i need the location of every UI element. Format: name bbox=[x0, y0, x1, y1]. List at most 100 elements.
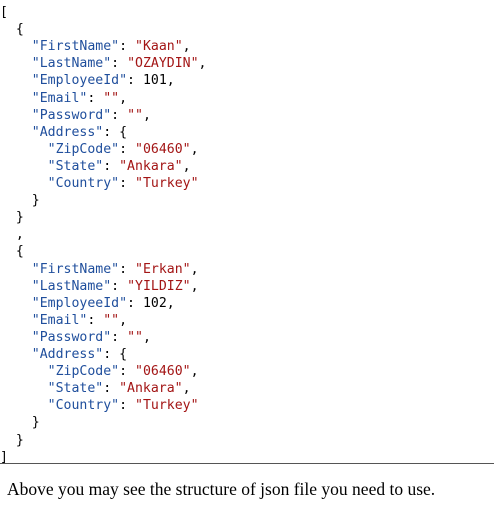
code-line: "EmployeeId": 101, bbox=[0, 72, 175, 89]
json-string-value: "Turkey" bbox=[135, 398, 199, 414]
json-string-value: "" bbox=[127, 329, 143, 345]
json-punctuation: : { bbox=[103, 124, 128, 140]
json-key: "Country" bbox=[47, 398, 120, 414]
code-line: } bbox=[0, 414, 40, 431]
code-line: "ZipCode": "06460", bbox=[0, 141, 199, 158]
json-punctuation: } bbox=[0, 432, 24, 448]
json-key: "Country" bbox=[47, 176, 120, 191]
json-punctuation: : bbox=[87, 90, 104, 106]
json-string-value: "" bbox=[103, 90, 120, 106]
code-line: "State": "Ankara", bbox=[0, 158, 191, 175]
json-punctuation: : bbox=[111, 278, 128, 294]
json-punctuation: : bbox=[127, 295, 143, 311]
json-punctuation bbox=[0, 279, 32, 294]
json-punctuation: , bbox=[182, 381, 191, 397]
json-number-value: 101 bbox=[142, 73, 167, 89]
json-punctuation: : bbox=[111, 107, 128, 123]
json-punctuation: , bbox=[119, 312, 128, 328]
code-line: , bbox=[0, 226, 24, 243]
json-string-value: "Erkan" bbox=[135, 261, 191, 277]
json-punctuation: , bbox=[190, 261, 199, 277]
json-code-block: [ { "FirstName": "Kaan", "LastName": "OZ… bbox=[0, 5, 494, 466]
code-line: "Country": "Turkey" bbox=[0, 397, 199, 414]
json-key: "Email" bbox=[31, 312, 88, 328]
json-string-value: "Kaan" bbox=[135, 39, 183, 55]
json-punctuation: , bbox=[198, 56, 207, 72]
json-punctuation: } bbox=[0, 210, 24, 226]
json-punctuation bbox=[0, 330, 32, 345]
json-punctuation: , bbox=[142, 107, 151, 123]
json-punctuation bbox=[0, 73, 32, 88]
json-punctuation: } bbox=[0, 415, 40, 431]
json-punctuation: : bbox=[119, 39, 135, 55]
json-punctuation: : bbox=[119, 176, 135, 191]
code-line: } bbox=[0, 192, 40, 209]
code-line: "Email": "", bbox=[0, 312, 127, 329]
json-punctuation: } bbox=[0, 193, 40, 209]
json-punctuation: : bbox=[119, 364, 135, 380]
json-punctuation: : bbox=[111, 56, 128, 72]
json-key: "EmployeeId" bbox=[31, 295, 128, 311]
json-punctuation bbox=[0, 296, 32, 311]
json-punctuation bbox=[0, 91, 32, 106]
json-key: "LastName" bbox=[31, 278, 112, 294]
code-line: { bbox=[0, 243, 24, 260]
json-punctuation: [ bbox=[0, 5, 8, 20]
json-punctuation: , bbox=[182, 39, 191, 55]
json-string-value: "Turkey" bbox=[135, 176, 199, 191]
code-line: } bbox=[0, 432, 24, 449]
json-key: "Address" bbox=[31, 347, 104, 362]
caption-text: Above you may see the structure of json … bbox=[7, 479, 436, 499]
json-key: "ZipCode" bbox=[47, 141, 120, 157]
json-punctuation: : bbox=[111, 329, 128, 345]
json-string-value: "06460" bbox=[135, 141, 191, 157]
json-punctuation bbox=[0, 347, 32, 362]
json-string-value: "06460" bbox=[135, 364, 191, 380]
json-punctuation: , bbox=[142, 329, 151, 345]
json-punctuation: , bbox=[182, 158, 191, 174]
json-punctuation: : bbox=[103, 381, 120, 397]
json-key: "Password" bbox=[31, 329, 112, 345]
json-punctuation: , bbox=[0, 227, 24, 243]
json-key: "EmployeeId" bbox=[31, 73, 128, 89]
code-line: "FirstName": "Erkan", bbox=[0, 261, 199, 278]
code-line: "Country": "Turkey" bbox=[0, 175, 199, 192]
code-line: { bbox=[0, 21, 24, 38]
code-line: "LastName": "OZAYDIN", bbox=[0, 55, 207, 72]
json-punctuation bbox=[0, 56, 32, 71]
json-punctuation bbox=[0, 262, 32, 277]
json-key: "Email" bbox=[31, 90, 88, 106]
json-punctuation bbox=[0, 125, 32, 140]
code-line: ] bbox=[0, 449, 8, 466]
json-string-value: "Ankara" bbox=[119, 381, 183, 397]
code-line: "FirstName": "Kaan", bbox=[0, 38, 191, 55]
code-line: "Address": { bbox=[0, 346, 127, 363]
json-punctuation: : bbox=[119, 261, 135, 277]
json-punctuation: : bbox=[87, 312, 104, 328]
json-punctuation: , bbox=[166, 295, 175, 311]
json-punctuation: , bbox=[166, 73, 175, 89]
code-line: "ZipCode": "06460", bbox=[0, 363, 199, 380]
code-line: "Address": { bbox=[0, 124, 127, 141]
json-punctuation bbox=[0, 39, 32, 54]
code-line: "Email": "", bbox=[0, 90, 127, 107]
json-punctuation bbox=[0, 142, 48, 157]
json-punctuation: , bbox=[190, 141, 199, 157]
json-string-value: "OZAYDIN" bbox=[127, 56, 199, 72]
json-string-value: "Ankara" bbox=[119, 158, 183, 174]
json-string-value: "" bbox=[127, 107, 143, 123]
json-punctuation bbox=[0, 398, 48, 413]
json-key: "State" bbox=[47, 381, 104, 397]
json-punctuation: : bbox=[103, 158, 120, 174]
json-punctuation bbox=[0, 176, 48, 191]
json-key: "ZipCode" bbox=[47, 364, 120, 380]
json-key: "Password" bbox=[31, 107, 112, 123]
json-punctuation: , bbox=[119, 90, 128, 106]
json-punctuation: { bbox=[0, 244, 24, 260]
json-string-value: "YILDIZ" bbox=[127, 278, 191, 294]
json-key: "FirstName" bbox=[31, 261, 120, 277]
json-punctuation: ] bbox=[0, 449, 8, 465]
json-punctuation: : bbox=[127, 73, 143, 89]
json-key: "State" bbox=[47, 158, 104, 174]
json-punctuation bbox=[0, 313, 32, 328]
